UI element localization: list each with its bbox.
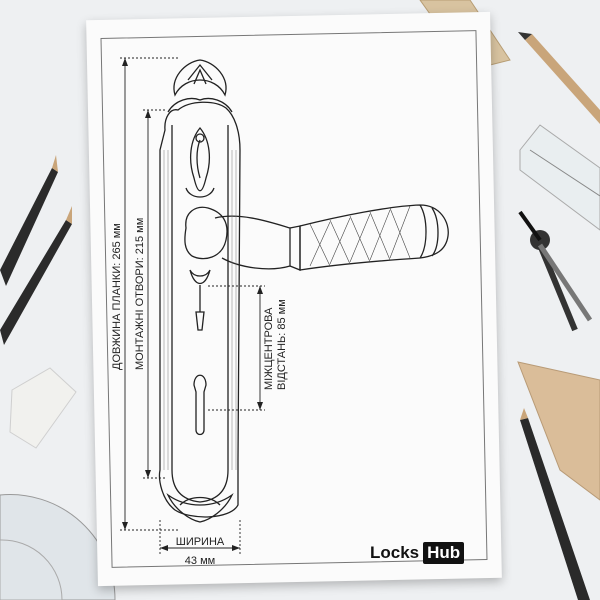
center-distance-label-line1: МІЖЦЕНТРОВА (263, 307, 275, 390)
eraser-icon (9, 367, 77, 449)
plate-hatching (163, 150, 237, 470)
upper-leaf-ornament (189, 126, 211, 192)
pencil-top-right-icon (518, 32, 600, 124)
lower-leaf-ornament (189, 269, 211, 285)
center-distance-label-line2: ВІДСТАНЬ: 85 мм (276, 299, 288, 390)
brand-logo-text: Locks (370, 543, 420, 562)
pencils-left-icon (0, 155, 72, 345)
clear-ruler (519, 124, 600, 231)
backplate-outline (158, 101, 241, 518)
lever-grip (299, 204, 449, 271)
width-label: ШИРИНА (176, 536, 225, 548)
brand-logo-badge: Hub (423, 542, 465, 564)
bottom-crest-ornament (166, 493, 234, 523)
plate-length-label: ДОВЖИНА ПЛАНКИ: 265 мм (111, 223, 123, 370)
cylinder-cutout (193, 374, 207, 436)
pencil-bottom-right-icon (520, 408, 590, 600)
grip-hatching (309, 205, 411, 267)
compass-icon (518, 210, 593, 332)
mounting-holes-label: МОНТАЖНІ ОТВОРИ: 215 мм (134, 218, 146, 370)
top-crest-ornament (173, 59, 227, 97)
lever-rosette (184, 206, 228, 260)
brand-logo: Locks Hub (370, 542, 465, 564)
width-value: 43 мм (185, 555, 215, 567)
set-square (517, 361, 600, 501)
lever-handle (214, 215, 291, 270)
